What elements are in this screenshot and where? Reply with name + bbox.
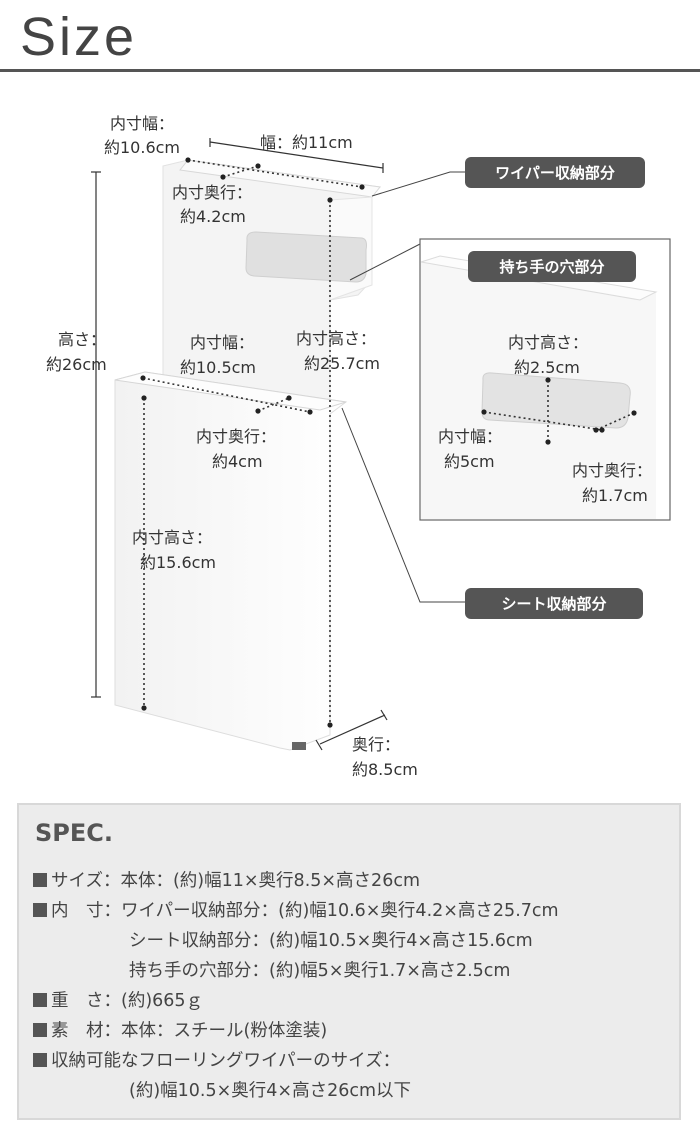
inner-width-top-label: 内寸幅： bbox=[110, 114, 174, 133]
callout-wiper: ワイパー収納部分 bbox=[465, 157, 645, 188]
spec-panel: SPEC. サイズ：本体：(約)幅11×奥行8.5×高さ26cm 内 寸：ワイパ… bbox=[17, 803, 681, 1120]
spec-line-wiper: 収納可能なフローリングワイパーのサイズ： bbox=[33, 1049, 400, 1073]
spec-line-wiper-text: 収納可能なフローリングワイパーのサイズ： bbox=[51, 1051, 401, 1071]
spec-line-size-text: サイズ：本体：(約)幅11×奥行8.5×高さ26cm bbox=[51, 871, 420, 891]
callout-wiper-label: ワイパー収納部分 bbox=[495, 164, 615, 182]
spec-line-weight: 重 さ：(約)665ｇ bbox=[33, 989, 203, 1013]
dimension-lines bbox=[91, 138, 388, 751]
spec-line-material: 素 材：本体：スチール(粉体塗装) bbox=[33, 1019, 327, 1043]
inner-height-low-value: 約15.6cm bbox=[140, 553, 216, 572]
title-divider bbox=[0, 69, 700, 72]
inner-depth-top-label: 内寸奥行： bbox=[172, 183, 252, 202]
inner-dimension-lines bbox=[142, 159, 363, 725]
spec-line-handle: 持ち手の穴部分：(約)幅5×奥行1.7×高さ2.5cm bbox=[129, 961, 511, 981]
sheet-compartment-shape bbox=[114, 371, 348, 751]
inset-depth-value: 約1.7cm bbox=[582, 486, 648, 505]
spec-line-material-text: 素 材：本体：スチール(粉体塗装) bbox=[51, 1021, 328, 1041]
height-label: 高さ： bbox=[58, 330, 106, 349]
spec-line-sheet: シート収納部分：(約)幅10.5×奥行4×高さ15.6cm bbox=[129, 931, 533, 951]
spec-line-size: サイズ：本体：(約)幅11×奥行8.5×高さ26cm bbox=[33, 869, 420, 893]
callout-sheet: シート収納部分 bbox=[465, 588, 643, 619]
handle-detail-inset: 持ち手の穴部分 内寸高さ： 約2.5cm 内寸幅： 約5cm 内寸奥行： 約1.… bbox=[419, 238, 671, 521]
height-value: 約26cm bbox=[46, 355, 107, 374]
inner-depth-low-label: 内寸奥行： bbox=[196, 427, 276, 446]
inset-height-value: 約2.5cm bbox=[514, 358, 580, 377]
product-size-diagram: 幅：約11cm 内寸幅： 約10.6cm 内寸奥行： 約4.2cm 高さ： 約2… bbox=[46, 114, 671, 779]
inset-height-label: 内寸高さ： bbox=[508, 333, 588, 352]
inner-width-top-value: 約10.6cm bbox=[104, 138, 180, 157]
bullet-square-icon bbox=[33, 1023, 47, 1037]
depth-label: 奥行： bbox=[352, 735, 400, 754]
inner-height-top-value: 約25.7cm bbox=[304, 354, 380, 373]
callout-leaders bbox=[341, 171, 465, 603]
bullet-square-icon bbox=[33, 993, 47, 1007]
callout-handle-label: 持ち手の穴部分 bbox=[499, 258, 604, 276]
inset-width-value: 約5cm bbox=[444, 452, 495, 471]
inner-height-top-label: 内寸高さ： bbox=[296, 329, 376, 348]
spec-line-wiper-size: (約)幅10.5×奥行4×高さ26cm以下 bbox=[129, 1081, 412, 1101]
inner-depth-top-value: 約4.2cm bbox=[180, 207, 246, 226]
spec-title: SPEC. bbox=[35, 819, 113, 847]
outer-width-label: 幅：約11cm bbox=[260, 133, 353, 152]
bullet-square-icon bbox=[33, 903, 47, 917]
spec-line-weight-text: 重 さ：(約)665ｇ bbox=[51, 991, 204, 1011]
callout-sheet-label: シート収納部分 bbox=[501, 595, 606, 613]
foot bbox=[292, 742, 306, 750]
bullet-square-icon bbox=[33, 873, 47, 887]
inner-width-low-label: 内寸幅： bbox=[190, 333, 254, 352]
bullet-square-icon bbox=[33, 1053, 47, 1067]
spec-line-inner: 内 寸：ワイパー収納部分：(約)幅10.6×奥行4.2×高さ25.7cm bbox=[33, 899, 559, 923]
inset-depth-label: 内寸奥行： bbox=[572, 461, 652, 480]
inset-width-label: 内寸幅： bbox=[438, 427, 502, 446]
page-title: Size bbox=[20, 7, 138, 67]
inner-height-low-label: 内寸高さ： bbox=[132, 528, 212, 547]
dimension-dots bbox=[140, 157, 365, 728]
spec-line-inner-text: 内 寸：ワイパー収納部分：(約)幅10.6×奥行4.2×高さ25.7cm bbox=[51, 901, 559, 921]
inner-width-low-value: 約10.5cm bbox=[180, 358, 256, 377]
depth-value: 約8.5cm bbox=[352, 760, 418, 779]
inner-depth-low-value: 約4cm bbox=[212, 452, 263, 471]
